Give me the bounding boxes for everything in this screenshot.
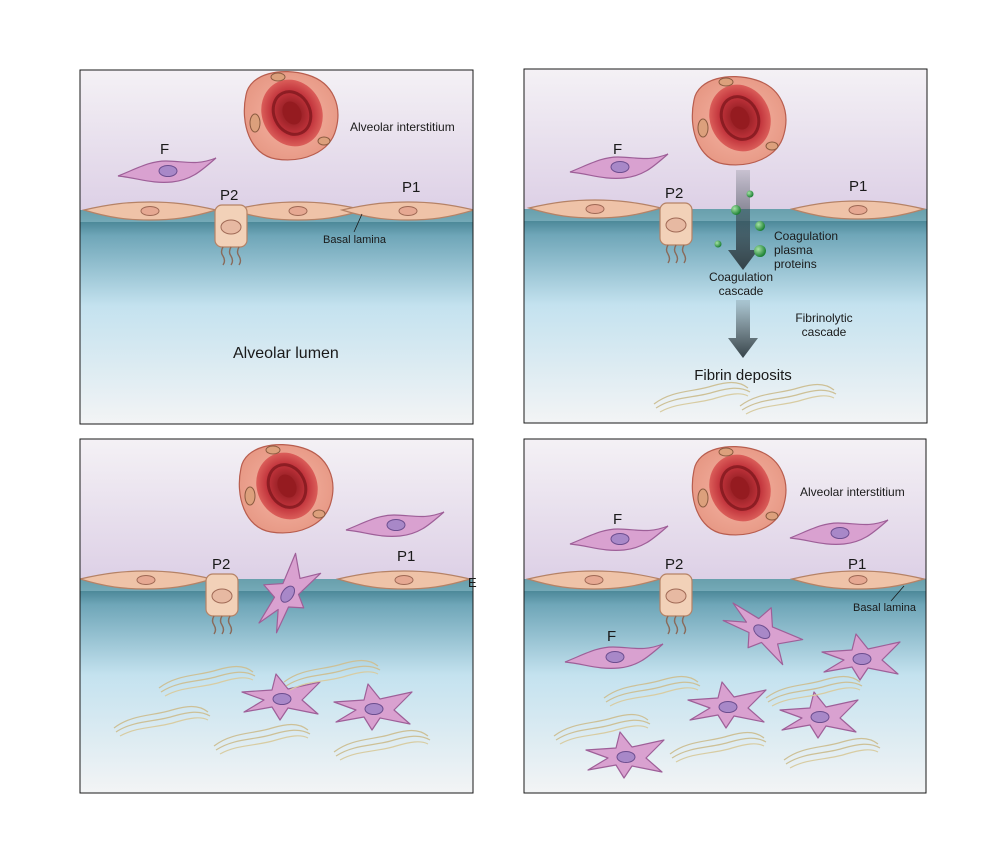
basal-lamina-pointer [353,213,363,233]
label-alveolar-lumen: Alveolar lumen [233,345,339,362]
label-interstitium: Alveolar interstitium [350,120,455,134]
capillary-rbc [690,443,788,537]
plasma-protein [755,221,765,231]
label-basal-lamina: Basal lamina [853,602,917,614]
panel-normal-frame [79,69,474,425]
plasma-protein [714,240,722,248]
label-fibrinolytic-2: cascade [802,325,847,339]
capillary-rbc [690,73,788,167]
label-p2: P2 [220,187,238,204]
label-edge-mark: E [468,575,477,590]
label-interstitium: Alveolar interstitium [800,485,905,499]
cascade-arrow [728,300,758,358]
label-p2: P2 [665,556,683,573]
leak-arrow [728,170,758,270]
label-basal-lamina: Basal lamina [323,234,387,246]
panel-injury [524,69,927,423]
label-p1: P1 [849,178,867,195]
label-f: F [160,141,169,158]
capillary-rbc [237,441,335,535]
label-p1: P1 [402,179,420,196]
label-fibrin-deposits: Fibrin deposits [694,367,792,384]
label-plasma-1: Coagulation [774,229,838,243]
panel-injury-frame [523,68,928,424]
basal-lamina-pointer [890,585,905,602]
label-p1: P1 [397,548,415,565]
panel-fibrosis [524,439,926,793]
label-f-lumen: F [607,628,616,645]
plasma-protein [731,205,741,215]
label-plasma-2: plasma [774,243,813,257]
label-coag-cascade-2: cascade [719,284,764,298]
plasma-protein [754,245,766,257]
label-plasma-3: proteins [774,257,817,271]
label-fibrinolytic-1: Fibrinolytic [795,311,852,325]
label-p2: P2 [212,556,230,573]
label-p2: P2 [665,185,683,202]
label-f: F [613,141,622,158]
capillary-rbc [242,70,340,162]
label-coag-cascade-1: Coagulation [709,270,773,284]
panel-normal [80,70,473,424]
panel-migration [80,439,473,793]
label-f: F [613,511,622,528]
panel-migration-frame [79,438,474,794]
plasma-protein [746,190,754,198]
panel-fibrosis-frame [523,438,927,794]
label-p1: P1 [848,556,866,573]
